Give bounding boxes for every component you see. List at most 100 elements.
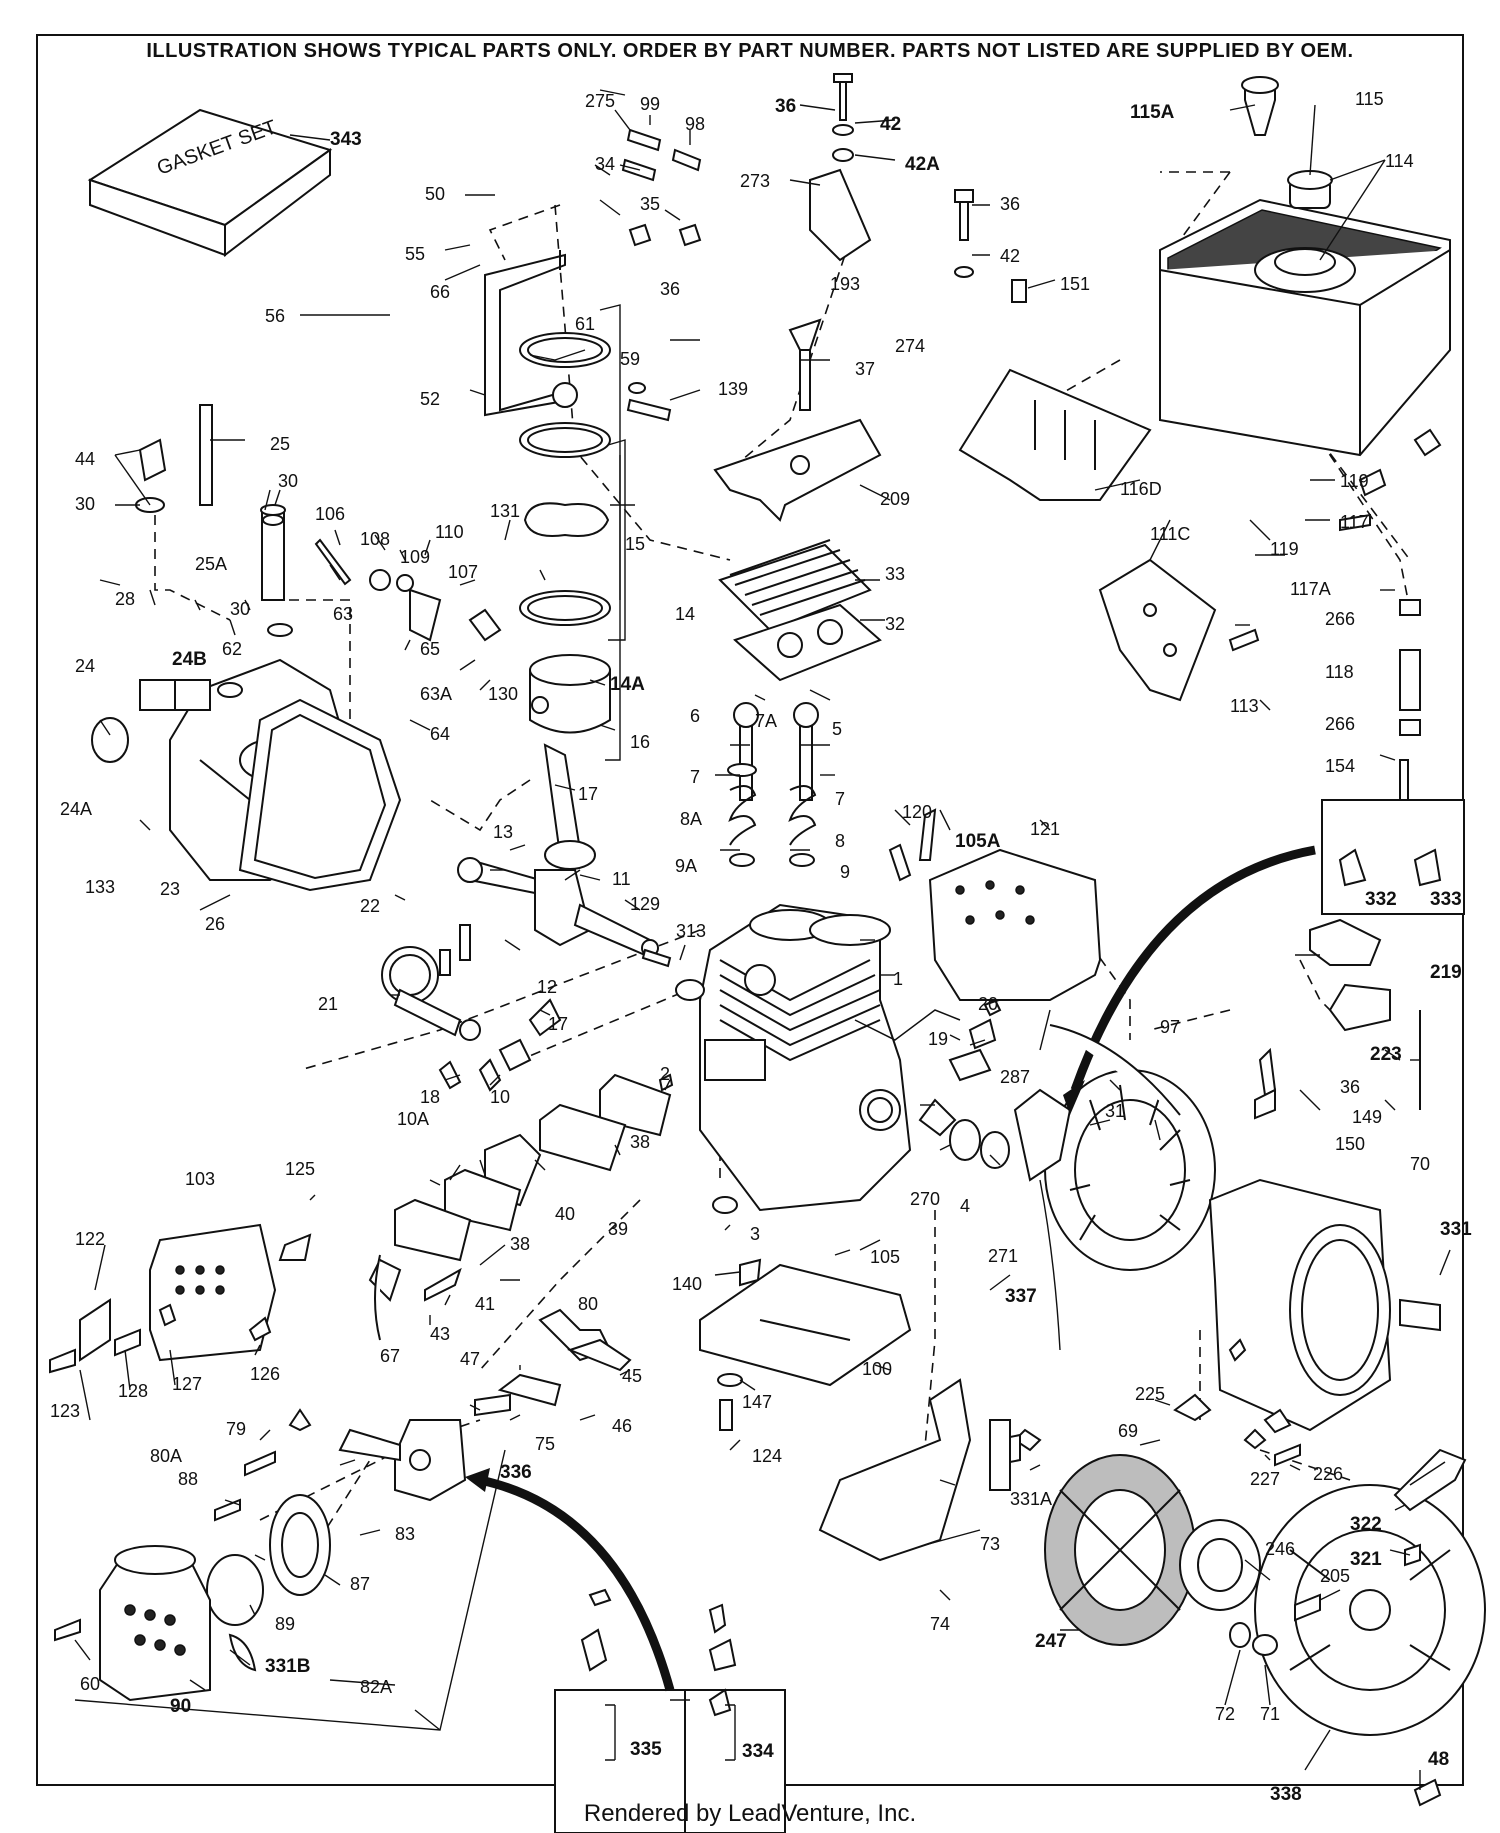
callout-59: 59 xyxy=(620,349,640,369)
callout-79: 79 xyxy=(226,1419,246,1439)
callout-20: 20 xyxy=(978,994,998,1014)
callout-75: 75 xyxy=(535,1434,555,1454)
callout-113: 113 xyxy=(1230,696,1259,716)
callout-118: 118 xyxy=(1325,662,1354,682)
callout-105: 105 xyxy=(870,1247,900,1267)
callout-41: 41 xyxy=(475,1294,495,1314)
callout-16: 16 xyxy=(630,732,650,752)
callout-338: 338 xyxy=(1270,1784,1302,1805)
callout-89: 89 xyxy=(275,1614,295,1634)
callout-32: 32 xyxy=(885,614,905,634)
callout-337: 337 xyxy=(1005,1286,1037,1307)
pointer-arrows xyxy=(465,845,1316,1692)
callout-35: 35 xyxy=(640,194,660,214)
callout-90: 90 xyxy=(170,1696,191,1717)
callout-21: 21 xyxy=(318,994,338,1014)
callout-115A: 115A xyxy=(1130,102,1175,123)
callout-247: 247 xyxy=(1035,1631,1067,1652)
callout-154: 154 xyxy=(1325,756,1355,776)
callout-38-lower: 38 xyxy=(510,1234,530,1254)
rewind-starter xyxy=(1254,1484,1486,1736)
callout-107: 107 xyxy=(448,562,478,582)
callout-343: 343 xyxy=(330,129,362,150)
callout-70: 70 xyxy=(1410,1154,1430,1174)
callout-149: 149 xyxy=(1352,1107,1382,1127)
callout-4: 4 xyxy=(960,1196,970,1216)
callout-129: 129 xyxy=(630,894,660,914)
callout-36-right: 36 xyxy=(1000,194,1020,214)
callout-219: 219 xyxy=(1430,962,1462,983)
callout-80A: 80A xyxy=(150,1446,182,1466)
callout-82A: 82A xyxy=(360,1677,392,1697)
blower-housing xyxy=(1208,1178,1392,1432)
callout-64: 64 xyxy=(430,724,450,744)
callout-8: 8 xyxy=(835,831,845,851)
callout-131: 131 xyxy=(490,501,520,521)
callout-25A: 25A xyxy=(195,554,227,574)
callout-336: 336 xyxy=(500,1462,532,1483)
callout-labels: 343 275 99 98 34 35 273 36 42 42A 36 42 … xyxy=(50,89,1472,1805)
callout-46: 46 xyxy=(612,1416,632,1436)
callout-17-upper: 17 xyxy=(578,784,598,804)
cylinder-head xyxy=(718,539,882,682)
connecting-rod xyxy=(543,743,596,870)
callout-42-right: 42 xyxy=(1000,246,1020,266)
callout-273: 273 xyxy=(740,171,770,191)
control-bracket xyxy=(484,250,578,417)
callout-115: 115 xyxy=(1355,89,1384,109)
callout-275: 275 xyxy=(585,91,615,111)
callout-31: 31 xyxy=(1105,1101,1125,1121)
callout-87: 87 xyxy=(350,1574,370,1594)
callout-111C: 111C xyxy=(1150,524,1190,544)
callout-37: 37 xyxy=(855,359,875,379)
callout-271: 271 xyxy=(988,1246,1018,1266)
callout-7-left: 7 xyxy=(690,767,700,787)
callout-331B: 331B xyxy=(265,1656,310,1677)
breather-plates xyxy=(394,1073,672,1262)
callout-65: 65 xyxy=(420,639,440,659)
callout-30-upper: 30 xyxy=(278,471,298,491)
callout-322: 322 xyxy=(1350,1514,1382,1535)
air-cleaner xyxy=(99,1494,331,1702)
callout-80: 80 xyxy=(578,1294,598,1314)
blower-bracket xyxy=(1098,558,1217,702)
callout-98: 98 xyxy=(685,114,705,134)
callout-72: 72 xyxy=(1215,1704,1235,1724)
callout-9: 9 xyxy=(840,862,850,882)
callout-116D: 116D xyxy=(1120,479,1162,499)
callout-133: 133 xyxy=(85,877,115,897)
callout-38-upper: 38 xyxy=(630,1132,650,1152)
callout-266-lower: 266 xyxy=(1325,714,1355,734)
callout-331A: 331A xyxy=(1010,1489,1052,1509)
head-shield xyxy=(713,418,882,522)
camshaft-gear xyxy=(381,946,481,1041)
callout-43: 43 xyxy=(430,1324,450,1344)
base-plate xyxy=(699,1263,912,1387)
callout-22: 22 xyxy=(360,896,380,916)
callout-10A: 10A xyxy=(397,1109,429,1129)
callout-270: 270 xyxy=(910,1189,940,1209)
callout-225: 225 xyxy=(1135,1384,1165,1404)
callout-110: 110 xyxy=(435,522,464,542)
callout-287: 287 xyxy=(1000,1067,1030,1087)
callout-119-lower: 119 xyxy=(1270,539,1299,559)
callout-120: 120 xyxy=(902,802,932,822)
callout-122: 122 xyxy=(75,1229,105,1249)
callout-73: 73 xyxy=(980,1534,1000,1554)
callout-313: 313 xyxy=(676,921,706,941)
callout-109: 109 xyxy=(400,547,430,567)
callout-119-upper: 119 xyxy=(1340,471,1369,491)
crankshaft xyxy=(457,857,659,957)
callout-23: 23 xyxy=(160,879,180,899)
callout-71: 71 xyxy=(1260,1704,1280,1724)
callout-331: 331 xyxy=(1440,1219,1472,1240)
callout-332: 332 xyxy=(1365,889,1397,910)
callout-8A: 8A xyxy=(680,809,702,829)
callout-114: 114 xyxy=(1385,151,1414,171)
callout-36-top: 36 xyxy=(775,96,796,117)
diagram-notice: ILLUSTRATION SHOWS TYPICAL PARTS ONLY. O… xyxy=(146,40,1354,62)
starter-handle xyxy=(1393,1448,1467,1512)
callout-140: 140 xyxy=(672,1274,702,1294)
